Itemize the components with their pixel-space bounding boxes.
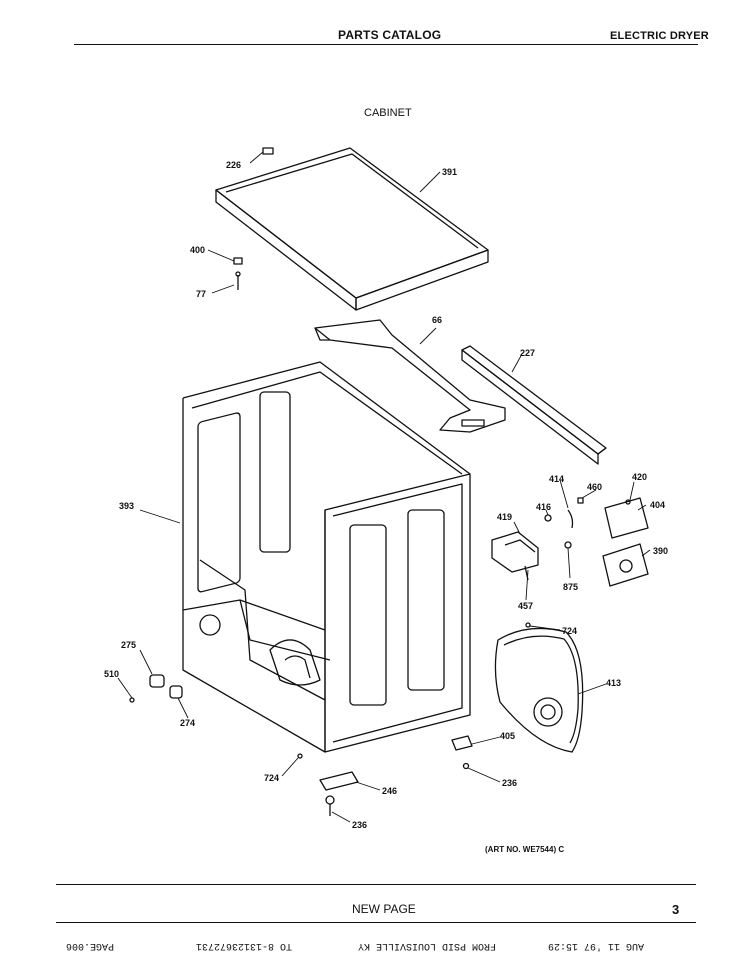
- fax-from: FROM PSID LOUISVILLE KY: [358, 940, 497, 951]
- callout-420: 420: [632, 472, 648, 482]
- callout-404: 404: [650, 500, 666, 510]
- callout-393: 393: [119, 501, 135, 511]
- callout-66: 66: [432, 315, 443, 325]
- callout-457: 457: [518, 601, 534, 611]
- screw-875: [564, 541, 572, 549]
- callout-510: 510: [104, 669, 120, 679]
- control-panel-413: [494, 627, 584, 753]
- callout-77: 77: [196, 289, 207, 299]
- product-type: ELECTRIC DRYER: [610, 30, 709, 42]
- bottom-parts: [129, 674, 473, 816]
- cover-390: [602, 543, 649, 587]
- callout-416: 416: [536, 502, 552, 512]
- callout-400: 400: [190, 245, 206, 255]
- catalog-title: PARTS CATALOG: [338, 28, 442, 42]
- fax-page: PAGE.006: [66, 940, 115, 951]
- part-416: [544, 514, 552, 522]
- fax-date: AUG 11 '97 15:29: [548, 940, 645, 951]
- plate-404: [604, 497, 649, 539]
- screw-236b: [325, 795, 335, 805]
- clip-226: [262, 147, 274, 155]
- leader-lines: [117, 151, 651, 823]
- rail-227: [461, 345, 607, 465]
- callout-227: 227: [520, 348, 536, 358]
- callout-414: 414: [549, 474, 565, 484]
- callout-875: 875: [563, 582, 579, 592]
- callout-226: 226: [226, 160, 242, 170]
- callout-246: 246: [382, 786, 398, 796]
- callout-724-upper: 724: [562, 626, 578, 636]
- callout-236-bottom: 236: [352, 820, 368, 830]
- callout-274: 274: [180, 718, 196, 728]
- callout-724-lower: 724: [264, 773, 280, 783]
- callout-460: 460: [587, 482, 603, 492]
- leg-246: [319, 771, 359, 791]
- callout-405: 405: [500, 731, 516, 741]
- callout-236-right: 236: [502, 778, 518, 788]
- spring-414: [567, 509, 574, 529]
- top-panel-391: [215, 147, 489, 311]
- front-bracket-66: [314, 319, 506, 433]
- clip-510: [129, 697, 135, 703]
- clip-405: [451, 735, 473, 751]
- art-number: (ART NO. WE7544) C: [485, 845, 565, 854]
- page-number: 3: [672, 902, 680, 917]
- knob-274: [169, 685, 183, 699]
- new-page-label: NEW PAGE: [352, 902, 416, 916]
- clip-724a: [525, 622, 531, 628]
- clip-460: [577, 497, 584, 504]
- fax-to: TO 8-13123672731: [196, 940, 293, 951]
- callout-275: 275: [121, 640, 137, 650]
- small-parts-right: [491, 497, 649, 628]
- switch-419: [491, 531, 539, 573]
- callout-390: 390: [653, 546, 669, 556]
- section-title: CABINET: [364, 107, 412, 119]
- cabinet-393: [182, 361, 471, 753]
- callout-419: 419: [497, 512, 513, 522]
- header-rule: [74, 44, 698, 45]
- knob-275: [149, 674, 165, 688]
- clip-400: [233, 257, 243, 265]
- callout-391: 391: [442, 167, 458, 177]
- footer-rule-top: [56, 884, 696, 885]
- screw-236a: [462, 762, 470, 770]
- callout-413: 413: [606, 678, 622, 688]
- clip-724b: [297, 753, 303, 759]
- footer-rule-bottom: [56, 922, 696, 923]
